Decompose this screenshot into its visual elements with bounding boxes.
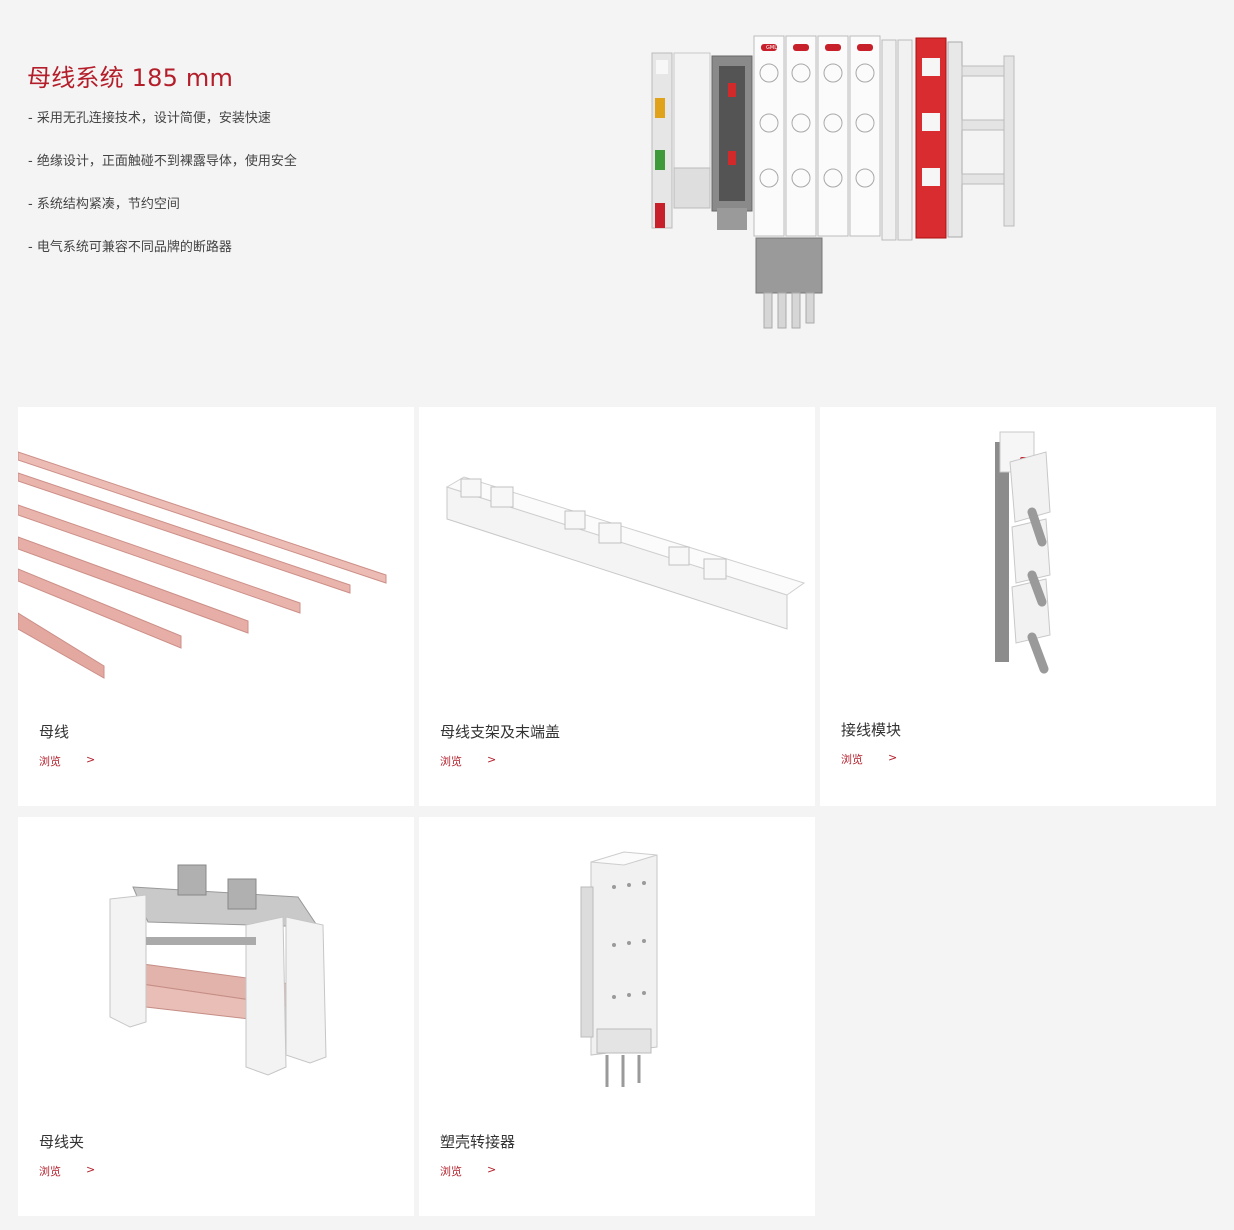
product-card-mccb-adapter[interactable]: 塑壳转接器 浏览 > bbox=[419, 817, 815, 1216]
feature-item: - 采用无孔连接技术，设计简便，安装快速 bbox=[28, 111, 271, 126]
chevron-right-icon: > bbox=[86, 1163, 96, 1176]
busbar-system-image: GML bbox=[651, 35, 1015, 329]
feature-item: - 电气系统可兼容不同品牌的断路器 bbox=[28, 240, 232, 255]
product-name: 塑壳转接器 bbox=[440, 1133, 516, 1151]
product-card-busbar[interactable]: 母线 浏览 > bbox=[18, 407, 414, 806]
chevron-right-icon: > bbox=[86, 753, 96, 766]
product-card-busbar-clamp[interactable]: 母线夹 浏览 > bbox=[18, 817, 414, 1216]
brand-logo: GML bbox=[766, 45, 777, 51]
product-name: 母线夹 bbox=[39, 1133, 85, 1151]
browse-link[interactable]: 浏览 bbox=[39, 1165, 61, 1178]
browse-link[interactable]: 浏览 bbox=[39, 755, 61, 768]
product-card-busbar-support[interactable]: 母线支架及末端盖 浏览 > bbox=[419, 407, 815, 806]
busbar-support-image bbox=[445, 476, 806, 630]
mccb-adapter-image bbox=[580, 851, 658, 1087]
hero-section: 母线系统 185 mm - 采用无孔连接技术，设计简便，安装快速 - 绝缘设计，… bbox=[0, 0, 1234, 400]
feature-item: - 绝缘设计，正面触碰不到裸露导体，使用安全 bbox=[28, 154, 297, 169]
browse-link[interactable]: 浏览 bbox=[440, 1165, 462, 1178]
product-name: 母线 bbox=[39, 723, 70, 741]
busbar-clamp-image bbox=[109, 864, 327, 1076]
product-name: 接线模块 bbox=[841, 721, 902, 739]
product-card-terminal-module[interactable]: 接线模块 浏览 > bbox=[820, 407, 1216, 806]
browse-link[interactable]: 浏览 bbox=[841, 753, 863, 766]
chevron-right-icon: > bbox=[487, 1163, 497, 1176]
feature-item: - 系统结构紧凑，节约空间 bbox=[28, 197, 180, 212]
browse-link[interactable]: 浏览 bbox=[440, 755, 462, 768]
busbar-image bbox=[18, 451, 387, 679]
page-title: 母线系统 185 mm bbox=[27, 64, 234, 92]
chevron-right-icon: > bbox=[888, 751, 898, 764]
terminal-module-image bbox=[995, 431, 1051, 674]
product-name: 母线支架及末端盖 bbox=[440, 723, 561, 741]
chevron-right-icon: > bbox=[487, 753, 497, 766]
feature-list: - 采用无孔连接技术，设计简便，安装快速 - 绝缘设计，正面触碰不到裸露导体，使… bbox=[28, 110, 297, 282]
